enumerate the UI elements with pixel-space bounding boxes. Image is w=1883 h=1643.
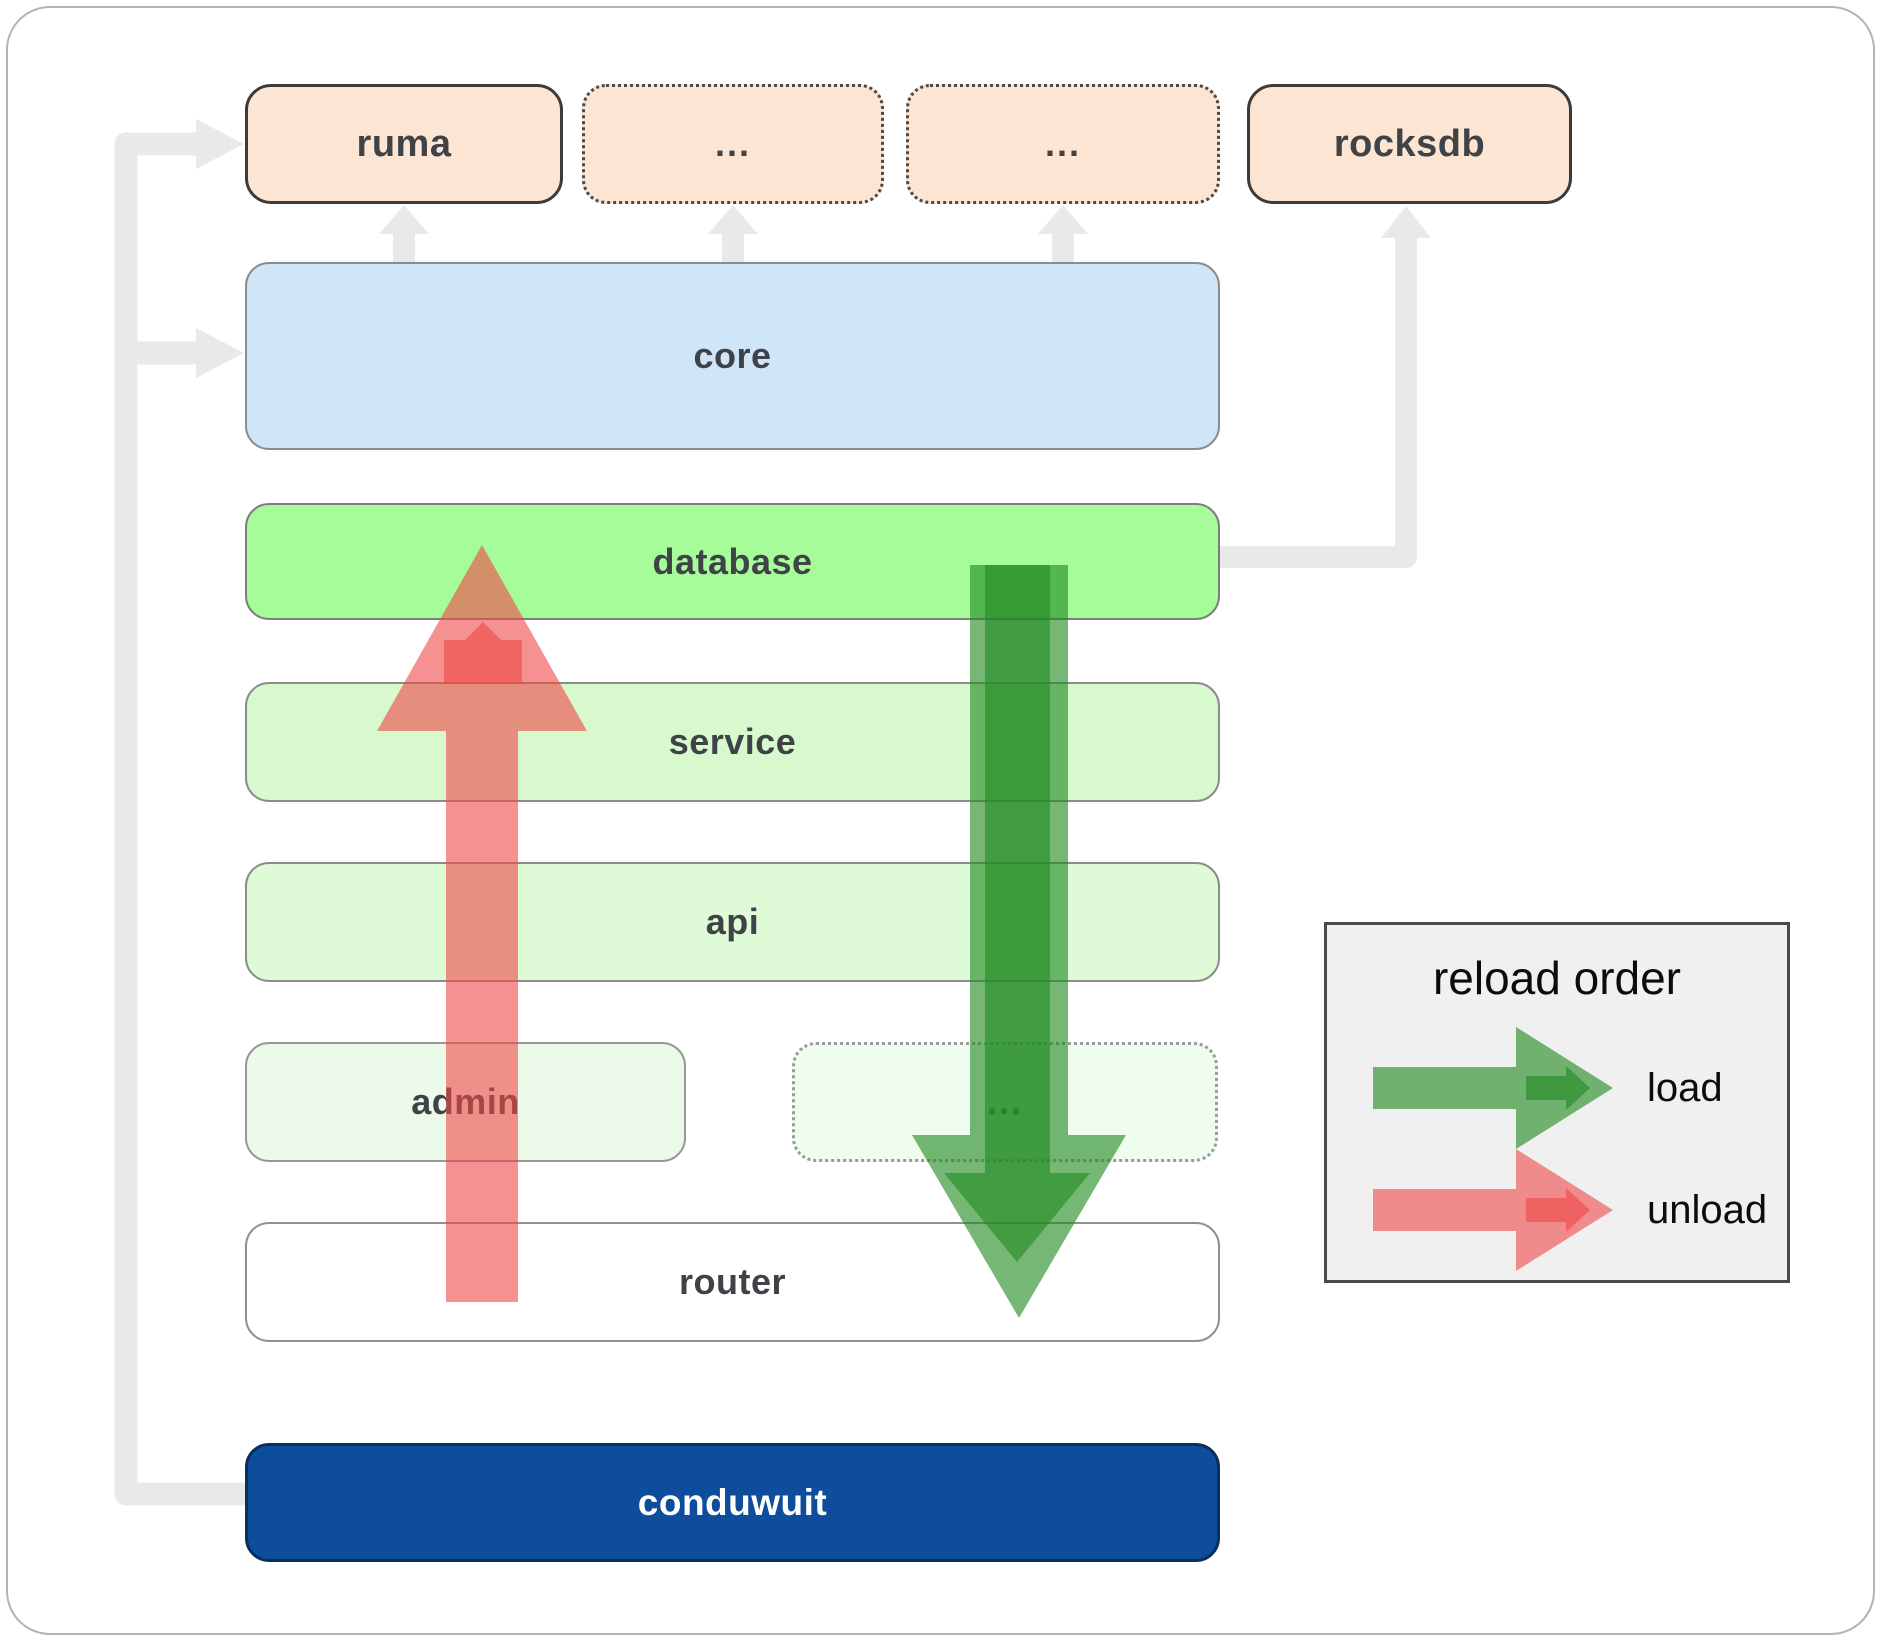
node-service: service bbox=[245, 682, 1220, 802]
node-label-database: database bbox=[652, 540, 813, 582]
node-conduwuit: conduwuit bbox=[245, 1443, 1220, 1562]
node-dots-admin: ... bbox=[792, 1042, 1218, 1162]
node-label-ruma: ruma bbox=[356, 122, 452, 165]
node-label-api: api bbox=[705, 901, 760, 942]
node-label-admin: admin bbox=[411, 1081, 520, 1122]
diagram-frame bbox=[6, 6, 1875, 1635]
legend-label-unload: unload bbox=[1647, 1187, 1768, 1232]
legend-label-load: load bbox=[1647, 1065, 1723, 1110]
node-dots-top-1: ... bbox=[582, 84, 884, 204]
node-admin: admin bbox=[245, 1042, 686, 1162]
legend-title: reload order bbox=[1432, 952, 1682, 1004]
node-label-conduwuit: conduwuit bbox=[637, 1481, 828, 1523]
node-dots-top-2: ... bbox=[906, 84, 1220, 204]
node-label-rocksdb: rocksdb bbox=[1333, 122, 1486, 165]
node-core: core bbox=[245, 262, 1220, 450]
node-ruma: ruma bbox=[245, 84, 563, 204]
load-arrow-icon bbox=[1373, 1027, 1613, 1149]
node-label-core: core bbox=[693, 335, 772, 376]
legend-item-load: load bbox=[1361, 1027, 1753, 1149]
legend-box: reload order load unload bbox=[1324, 922, 1790, 1283]
node-api: api bbox=[245, 862, 1220, 982]
node-label-dots-admin: ... bbox=[986, 1081, 1023, 1122]
node-router: router bbox=[245, 1222, 1220, 1342]
node-rocksdb: rocksdb bbox=[1247, 84, 1572, 204]
node-label-dots-top-2: ... bbox=[1044, 123, 1081, 164]
legend-item-unload: unload bbox=[1361, 1149, 1767, 1271]
unload-arrow-icon bbox=[1373, 1149, 1613, 1271]
node-label-dots-top-1: ... bbox=[714, 123, 751, 164]
node-label-service: service bbox=[668, 721, 797, 762]
node-label-router: router bbox=[678, 1261, 786, 1302]
node-database: database bbox=[245, 503, 1220, 620]
